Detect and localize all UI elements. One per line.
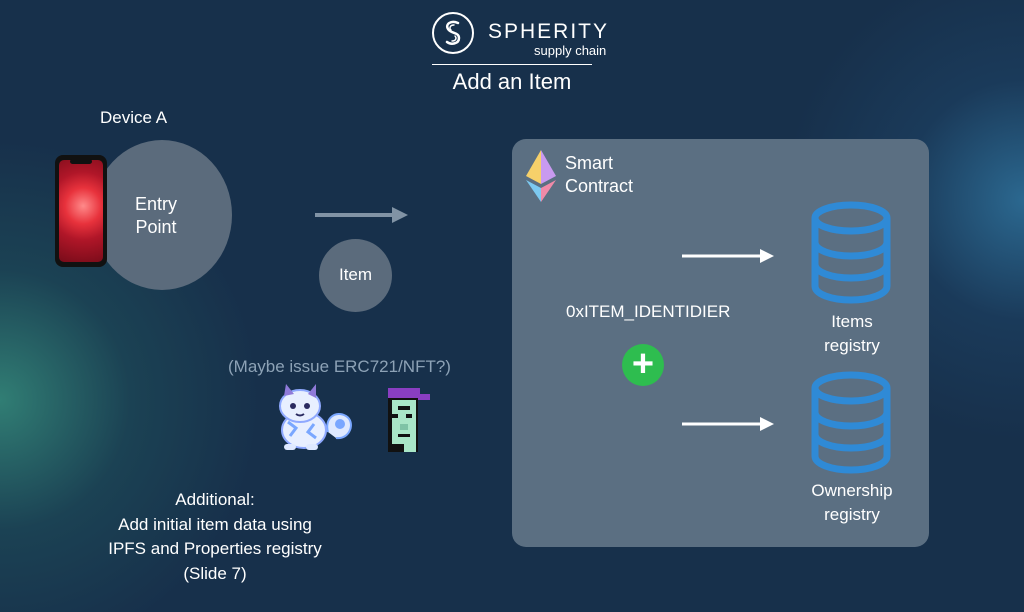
spherity-logo-icon <box>432 12 474 54</box>
flow-arrow <box>315 207 408 223</box>
item-circle <box>319 239 392 312</box>
items-registry-line2: registry <box>824 336 880 355</box>
arrow-to-items-registry <box>682 249 774 263</box>
entry-point-line1: Entry <box>134 194 177 214</box>
item-identifier: 0xITEM_IDENTIDIER <box>566 302 731 321</box>
entry-point-label: Entry Point <box>118 193 194 239</box>
items-registry-line1: Items <box>831 312 873 331</box>
logo-tagline: supply chain <box>534 43 607 58</box>
additional-line3: IPFS and Properties registry <box>108 539 322 558</box>
ethereum-icon <box>526 150 556 202</box>
phone-notch <box>70 159 92 164</box>
title-divider <box>432 64 592 65</box>
smart-contract-label: Smart Contract <box>565 152 633 198</box>
ownership-registry-line1: Ownership <box>811 481 893 500</box>
database-icon <box>811 201 891 304</box>
items-registry-label: Items registry <box>792 310 912 358</box>
entry-point-line2: Point <box>135 217 177 237</box>
plus-icon: + <box>622 344 664 386</box>
ownership-registry-label: Ownership registry <box>782 479 922 527</box>
additional-line4: (Slide 7) <box>183 563 247 583</box>
punk-nft-icon <box>388 388 430 452</box>
additional-line1: Additional: <box>175 490 255 509</box>
entry-point-circle <box>92 140 232 290</box>
smart-contract-line2: Contract <box>565 176 634 196</box>
additional-line2: Add initial item data using <box>118 514 312 534</box>
logo-name: SPHERITY <box>488 20 610 43</box>
arrow-to-ownership-registry <box>682 417 774 431</box>
additional-note: Additional: Add initial item data using … <box>60 488 370 586</box>
item-label: Item <box>338 265 373 284</box>
cat-nft-icon <box>279 384 352 450</box>
database-icon <box>811 371 891 474</box>
nft-note: (Maybe issue ERC721/NFT?) <box>228 357 451 376</box>
ownership-registry-line2: registry <box>824 505 880 524</box>
smart-contract-line1: Smart <box>565 153 614 173</box>
device-label: Device A <box>100 108 168 127</box>
page-title: Add an Item <box>452 69 572 94</box>
phone-screen <box>59 160 103 262</box>
